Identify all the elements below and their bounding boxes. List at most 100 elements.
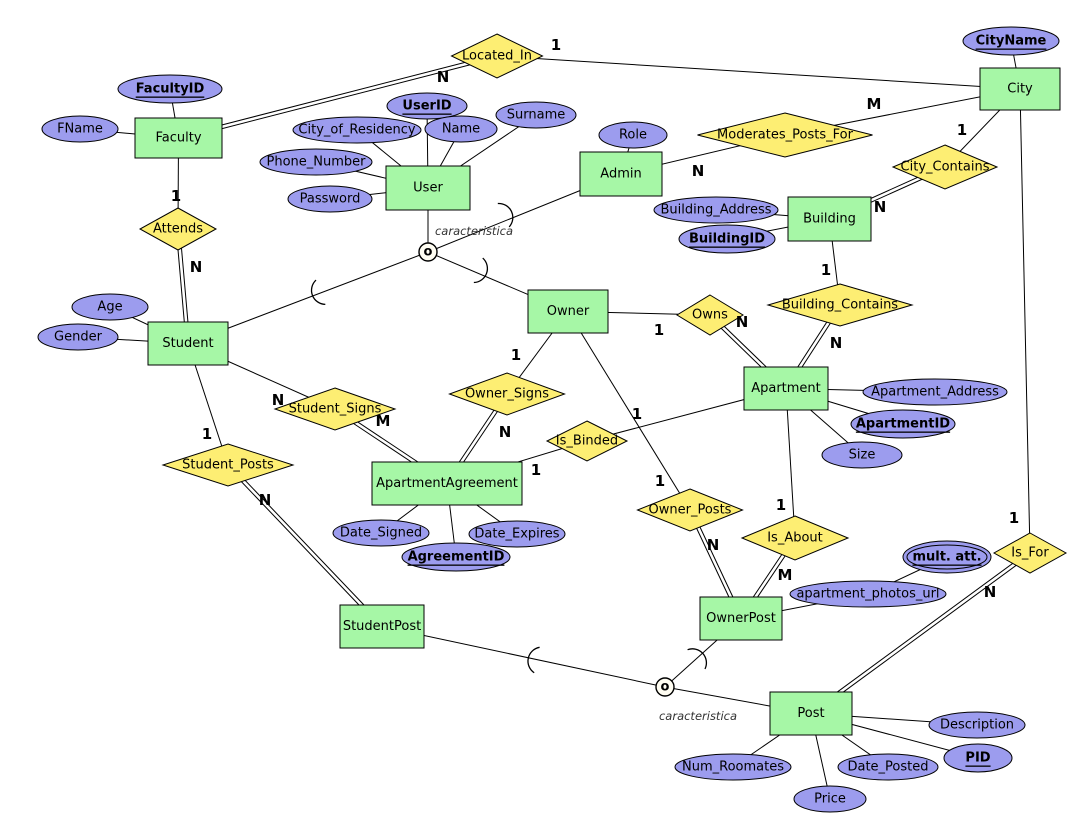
subset-arc-icon <box>527 646 540 674</box>
attribute-label-phone_number: Phone_Number <box>267 155 367 170</box>
entity-building[interactable]: Building <box>787 196 872 242</box>
subset-arc-icon <box>687 648 708 670</box>
entity-post[interactable]: Post <box>769 691 853 736</box>
entity-label-city: City <box>1007 82 1033 97</box>
edge-located_in--city <box>496 55 1021 90</box>
cardinality-label: N <box>190 258 203 276</box>
edge-is_for--post <box>809 551 1032 716</box>
attribute-user_id[interactable]: UserID <box>386 92 468 120</box>
entity-faculty[interactable]: Faculty <box>134 117 223 159</box>
attribute-num_roomates[interactable]: Num_Roomates <box>674 753 792 781</box>
cardinality-label: 1 <box>655 472 665 490</box>
attribute-label-date_posted: Date_Posted <box>847 760 928 775</box>
attribute-price[interactable]: Price <box>793 785 867 813</box>
relationship-building_contains[interactable]: Building_Contains <box>766 283 914 327</box>
cardinality-label: 1 <box>531 461 541 479</box>
cardinality-label: 1 <box>171 187 181 205</box>
attribute-date_posted[interactable]: Date_Posted <box>837 753 939 781</box>
attribute-phone_number[interactable]: Phone_Number <box>259 148 373 176</box>
attribute-label-apartment_address: Apartment_Address <box>871 385 999 400</box>
attribute-city_of_residency[interactable]: City_of_Residency <box>292 116 422 144</box>
attribute-size[interactable]: Size <box>821 441 903 469</box>
attribute-agreement_id[interactable]: AgreementID <box>401 542 511 572</box>
cardinality-label: N <box>830 334 843 352</box>
relationship-is_binded[interactable]: Is_Binded <box>545 420 629 462</box>
attribute-label-building_address: Building_Address <box>660 203 771 218</box>
attribute-label-age: Age <box>97 300 122 315</box>
relationship-label-owner_posts: Owner_Posts <box>649 503 732 518</box>
attribute-mult_att[interactable]: mult. att. <box>902 540 992 574</box>
relationship-located_in[interactable]: Located_In <box>450 33 544 79</box>
entity-user[interactable]: User <box>385 165 471 211</box>
edge-faculty--located_in <box>177 53 498 141</box>
relationship-student_posts[interactable]: Student_Posts <box>161 443 295 487</box>
cardinality-label: 1 <box>957 121 967 139</box>
entity-owner[interactable]: Owner <box>527 289 609 334</box>
attribute-description[interactable]: Description <box>928 711 1026 739</box>
entity-admin[interactable]: Admin <box>579 151 663 197</box>
attribute-pid[interactable]: PID <box>943 743 1013 773</box>
relationship-owns[interactable]: Owns <box>676 294 744 336</box>
cardinality-label: 1 <box>511 346 521 364</box>
attribute-age[interactable]: Age <box>71 293 149 321</box>
edge-circle2--student_post <box>381 626 666 688</box>
relationship-city_contains[interactable]: City_Contains <box>891 144 999 190</box>
relationship-label-is_about: Is_About <box>767 531 823 546</box>
entity-apartment[interactable]: Apartment <box>743 366 829 411</box>
entity-apartment_agreement[interactable]: ApartmentAgreement <box>371 461 523 506</box>
entity-city[interactable]: City <box>979 67 1061 111</box>
attribute-apartment_address[interactable]: Apartment_Address <box>862 378 1008 406</box>
attribute-building_address[interactable]: Building_Address <box>653 196 779 224</box>
cardinality-label: N <box>272 391 285 409</box>
attribute-label-user_id: UserID <box>402 99 451 114</box>
edge-student_posts--student_post <box>226 463 384 629</box>
cardinality-label: N <box>984 583 997 601</box>
cardinality-label: N <box>874 198 887 216</box>
category-circle-circle2[interactable]: o <box>655 677 675 697</box>
attribute-fname[interactable]: FName <box>41 115 119 143</box>
relationship-student_signs[interactable]: Student_Signs <box>273 387 397 431</box>
attribute-date_expires[interactable]: Date_Expires <box>468 520 566 548</box>
attribute-label-city_of_residency: City_of_Residency <box>298 123 415 138</box>
relationship-label-located_in: Located_In <box>462 49 532 64</box>
relationship-moderates_posts_for[interactable]: Moderates_Posts_For <box>697 112 873 158</box>
attribute-apartment_photos_url[interactable]: apartment_photos_url <box>789 580 947 608</box>
entity-student[interactable]: Student <box>147 321 229 366</box>
attribute-apartment_id[interactable]: ApartmentID <box>850 409 956 439</box>
entity-student_post[interactable]: StudentPost <box>339 604 425 649</box>
entity-label-owner: Owner <box>547 304 590 319</box>
entity-owner_post[interactable]: OwnerPost <box>699 596 783 641</box>
attribute-name[interactable]: Name <box>424 115 498 143</box>
entity-label-post: Post <box>797 706 824 721</box>
attribute-date_signed[interactable]: Date_Signed <box>332 519 430 547</box>
cardinality-label: 1 <box>1009 509 1019 527</box>
category-circle-circle1[interactable]: o <box>418 242 438 262</box>
attribute-label-size: Size <box>849 448 876 463</box>
attribute-password[interactable]: Password <box>287 185 373 213</box>
attribute-surname[interactable]: Surname <box>495 101 577 129</box>
entity-label-owner_post: OwnerPost <box>706 611 776 626</box>
cardinality-label: M <box>778 566 793 584</box>
relationship-is_for[interactable]: Is_For <box>992 532 1068 574</box>
relationship-owner_signs[interactable]: Owner_Signs <box>448 372 566 416</box>
cardinality-label: M <box>867 95 882 113</box>
relationship-owner_posts[interactable]: Owner_Posts <box>636 488 744 532</box>
attribute-building_id[interactable]: BuildingID <box>678 224 776 254</box>
attribute-city_name[interactable]: CityName <box>962 26 1060 56</box>
relationship-is_about[interactable]: Is_About <box>740 515 850 561</box>
attribute-label-mult_att: mult. att. <box>912 550 981 565</box>
entity-label-student_post: StudentPost <box>343 619 421 634</box>
relationship-attends[interactable]: Attends <box>138 207 218 251</box>
attribute-role[interactable]: Role <box>598 121 668 149</box>
cardinality-label: N <box>736 313 749 331</box>
attribute-gender[interactable]: Gender <box>37 323 119 351</box>
cardinality-label: 1 <box>821 261 831 279</box>
relationship-label-student_signs: Student_Signs <box>289 402 382 417</box>
cardinality-label: M <box>376 412 391 430</box>
attribute-label-city_name: CityName <box>976 34 1047 49</box>
attribute-label-building_id: BuildingID <box>689 232 765 247</box>
attribute-faculty_id[interactable]: FacultyID <box>117 74 223 104</box>
attribute-label-pid: PID <box>965 751 990 766</box>
entity-label-faculty: Faculty <box>155 131 201 146</box>
